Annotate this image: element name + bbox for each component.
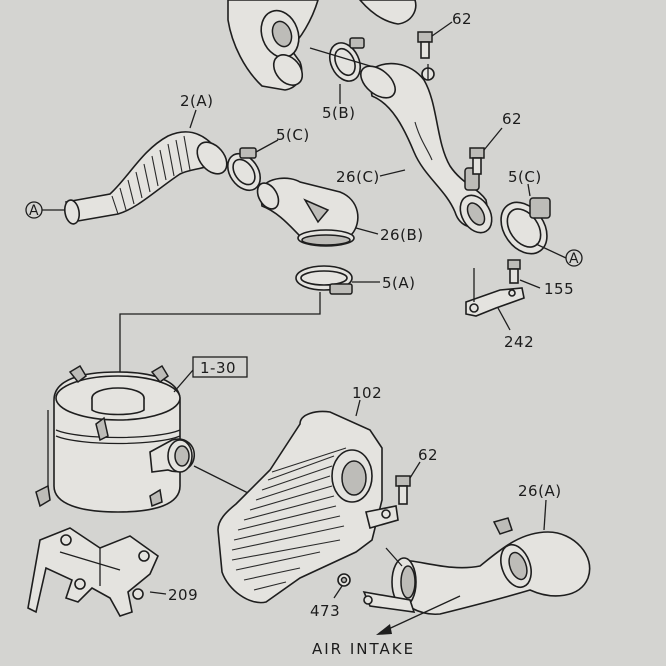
bolt-155 (507, 259, 521, 284)
label-26c: 26(C) (336, 168, 380, 186)
clamp-5b (328, 37, 365, 82)
label-air-intake: AIR INTAKE (312, 640, 415, 658)
label-2a: 2(A) (180, 92, 214, 110)
label-62-top: 62 (452, 10, 472, 28)
bracket-242 (465, 287, 525, 317)
label-209: 209 (168, 586, 198, 604)
marker-a-left-letter: A (29, 203, 39, 219)
marker-a-right-letter: A (569, 251, 579, 267)
label-473: 473 (310, 602, 340, 620)
elbow-26b (256, 177, 359, 247)
label-26a: 26(A) (518, 482, 562, 500)
label-1-30-box (192, 356, 248, 378)
label-5c-right: 5(C) (508, 168, 542, 186)
clamp-5c-right (500, 197, 551, 255)
clamp-5a (295, 265, 353, 295)
bolt-62-lower (395, 475, 411, 505)
marker-a-right (565, 249, 583, 267)
top-elbow-duct (227, 0, 417, 91)
label-1-30: 1-30 (200, 359, 236, 377)
label-155: 155 (544, 280, 574, 298)
bracket-209 (27, 527, 159, 617)
label-5a: 5(A) (382, 274, 416, 292)
bolt-62-top (417, 31, 433, 59)
label-102: 102 (352, 384, 382, 402)
label-26b: 26(B) (380, 226, 424, 244)
bolt-62-right (469, 147, 485, 175)
resonator-102 (217, 410, 399, 604)
nut-473 (337, 573, 351, 587)
clamp-5c-left (226, 147, 262, 192)
label-62-lower: 62 (418, 446, 438, 464)
air-intake-arrow (376, 595, 461, 635)
label-62-right: 62 (502, 110, 522, 128)
label-242: 242 (504, 333, 534, 351)
label-5b: 5(B) (322, 104, 356, 122)
intake-duct-26a (362, 517, 591, 615)
hose-2a (63, 131, 228, 225)
label-5c-left: 5(C) (276, 126, 310, 144)
air-cleaner-1-30 (35, 364, 196, 513)
duct-26c (360, 62, 493, 234)
marker-a-left (25, 201, 43, 219)
